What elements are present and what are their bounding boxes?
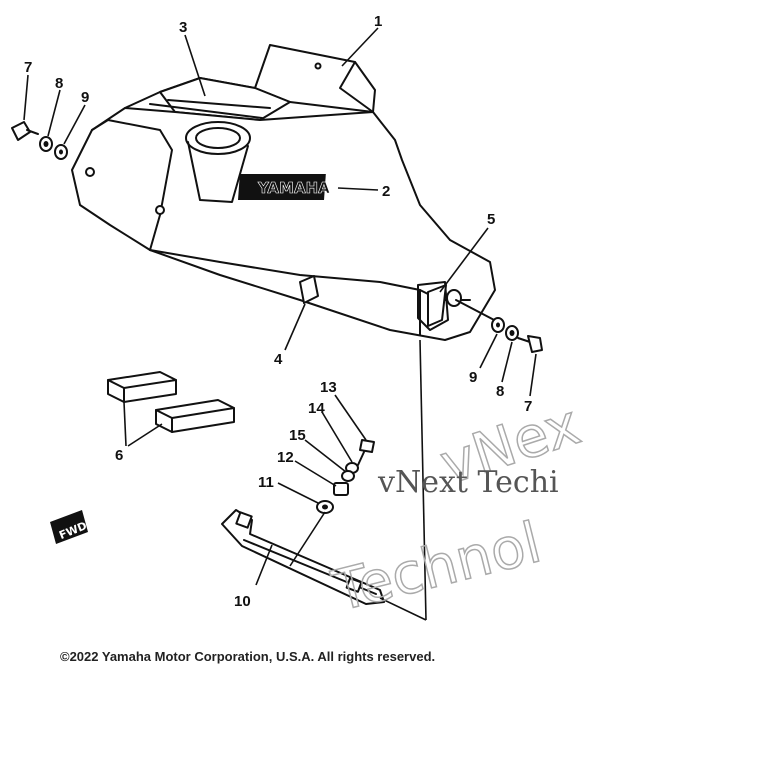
callout-9-right: 9 bbox=[469, 369, 477, 386]
callout-8-right: 8 bbox=[496, 383, 504, 400]
callout-1: 1 bbox=[374, 13, 382, 30]
part-4-plate bbox=[284, 275, 319, 351]
part-5-strip bbox=[427, 227, 489, 327]
callout-3: 3 bbox=[179, 19, 187, 36]
fwd-tag: FWD bbox=[50, 510, 89, 544]
callout-14: 14 bbox=[308, 400, 325, 417]
right-fastener-set bbox=[455, 299, 543, 397]
mount-hardware bbox=[277, 394, 375, 514]
part-6-pads bbox=[107, 371, 235, 447]
callout-8-left: 8 bbox=[55, 75, 63, 92]
callout-7-left: 7 bbox=[24, 59, 32, 76]
callout-4: 4 bbox=[274, 351, 283, 368]
callout-5: 5 bbox=[487, 211, 495, 228]
callout-13: 13 bbox=[320, 379, 337, 396]
bracket-10 bbox=[221, 339, 427, 621]
copyright-text: ©2022 Yamaha Motor Corporation, U.S.A. A… bbox=[60, 649, 435, 664]
yamaha-badge: YAMAHA bbox=[238, 174, 330, 200]
left-fastener-set bbox=[11, 74, 86, 160]
callout-11: 11 bbox=[258, 474, 274, 491]
callout-12: 12 bbox=[277, 449, 294, 466]
svg-text:vNext Techi: vNext Techi bbox=[377, 465, 559, 500]
svg-text:YAMAHA: YAMAHA bbox=[257, 179, 330, 197]
callout-15: 15 bbox=[289, 427, 306, 444]
callout-6: 6 bbox=[115, 447, 123, 464]
callout-2: 2 bbox=[382, 183, 390, 200]
engine-cover bbox=[71, 44, 496, 341]
watermark: vNex vNext Techi Technol bbox=[325, 391, 588, 625]
callout-labels: 1 2 3 4 5 6 7 8 9 9 8 7 10 11 12 13 14 1… bbox=[24, 13, 532, 610]
callout-7-right: 7 bbox=[524, 398, 532, 415]
callout-9-left: 9 bbox=[81, 89, 89, 106]
callout-10: 10 bbox=[234, 593, 251, 610]
svg-text:Technol: Technol bbox=[326, 510, 547, 624]
